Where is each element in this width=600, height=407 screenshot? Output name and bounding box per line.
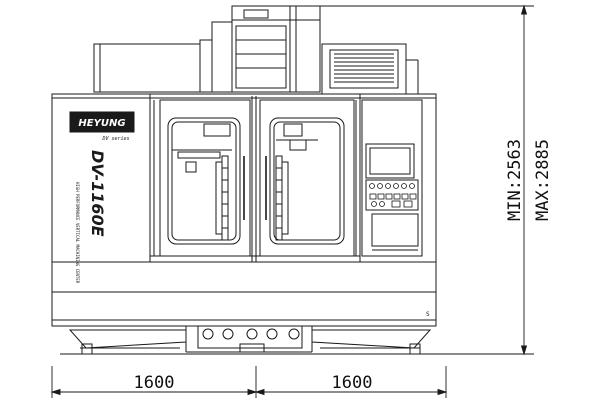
- height-max-label: MAX:2885: [533, 139, 553, 221]
- control-panel: [361, 99, 423, 257]
- right-door-table-rails: [275, 155, 289, 241]
- base-marker: S: [426, 311, 430, 318]
- left-door-table-rails: [215, 155, 229, 241]
- spindle-column: [93, 5, 321, 93]
- left-width-label: 1600: [134, 373, 175, 393]
- enclosure-body: [51, 93, 437, 321]
- model-label: DV-1160E: [88, 150, 107, 237]
- series-label: DV series: [101, 136, 129, 142]
- right-door: [259, 99, 355, 257]
- right-width-label: 1600: [332, 373, 373, 393]
- control-keypad: [365, 179, 419, 211]
- control-screen: [365, 143, 415, 179]
- height-min-label: MIN:2563: [505, 139, 525, 221]
- control-lower-panel: [371, 213, 419, 247]
- model-subtitle: HIGH PERFORMANCE VERTICAL MACHINING CENT…: [75, 182, 80, 284]
- machine-base: S: [51, 311, 438, 355]
- left-door: [159, 99, 251, 257]
- left-side-panel: HEYUNG DV series DV-1160E HIGH PERFORMAN…: [69, 111, 135, 284]
- dimension-lines: [50, 4, 534, 398]
- cooling-vent-unit: [321, 43, 419, 95]
- brand-logo-text: HEYUNG: [78, 118, 125, 129]
